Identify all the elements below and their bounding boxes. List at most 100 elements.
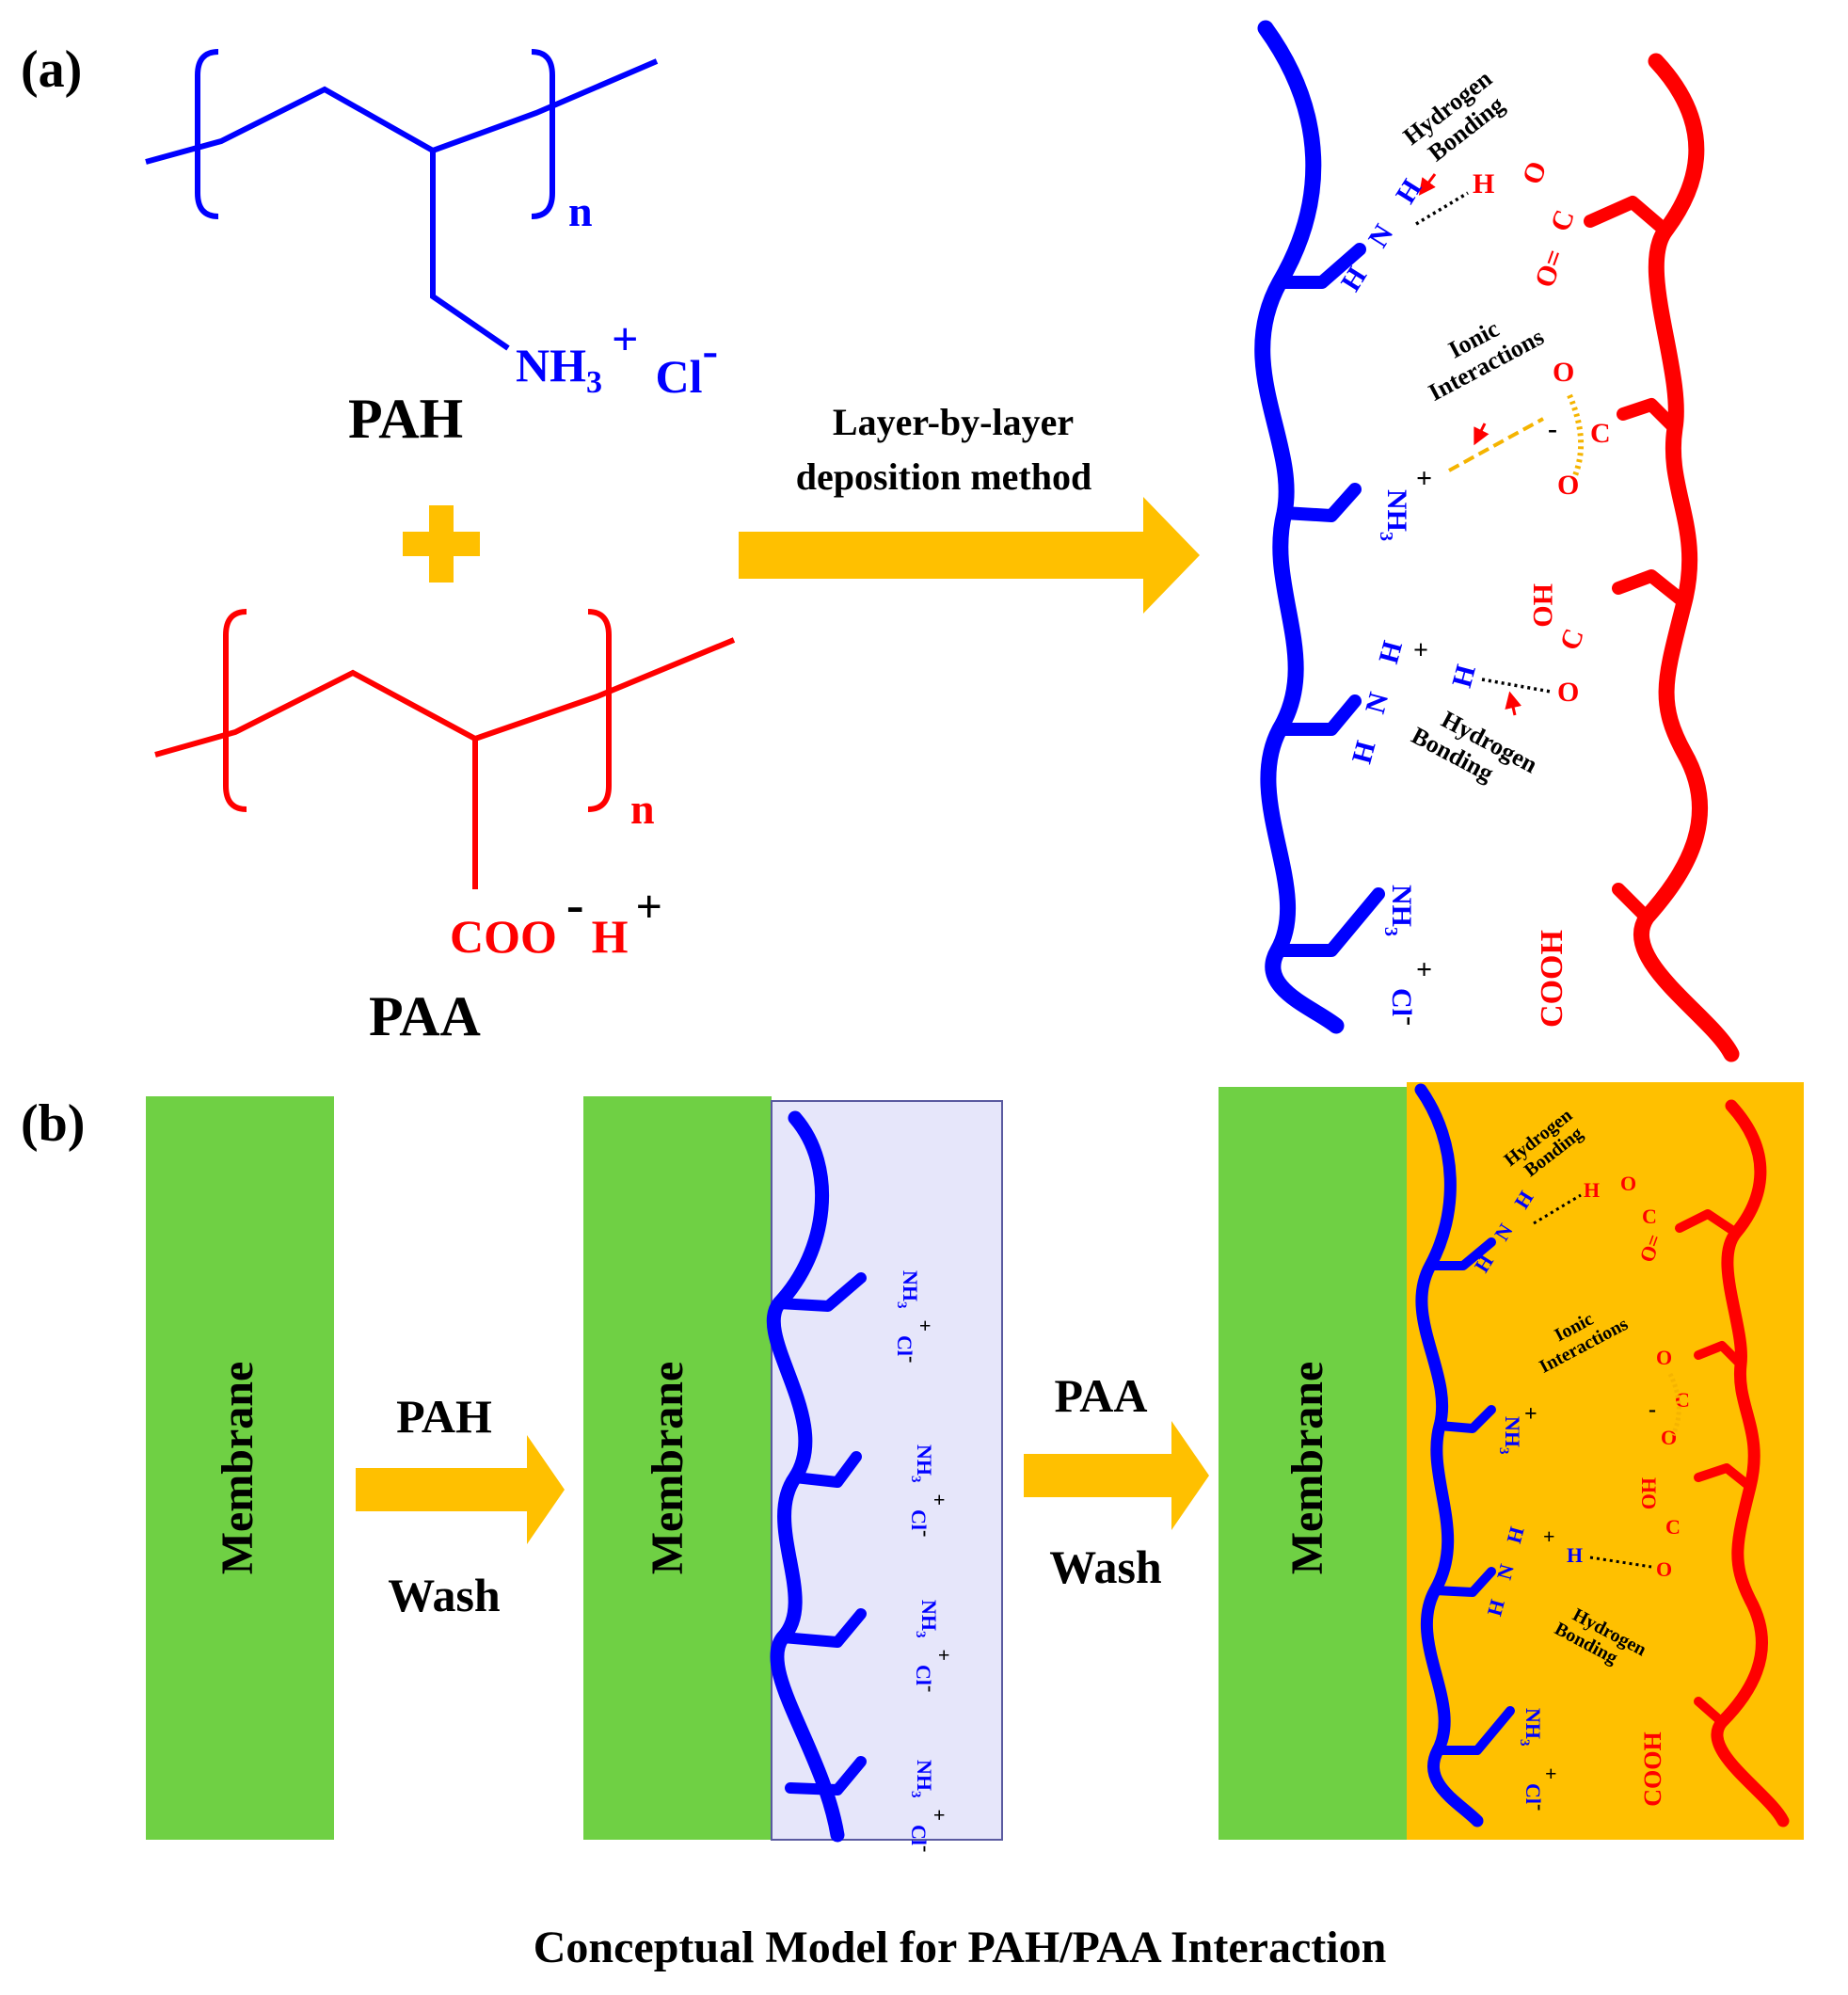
- paa-name: PAA: [369, 985, 481, 1047]
- pah-chain: [1254, 20, 1345, 1034]
- combined-hb1-h-acid: H: [1584, 1178, 1600, 1202]
- step2-top-label: PAA: [1054, 1369, 1147, 1422]
- combined-layer: [1407, 1082, 1804, 1840]
- paa-coo-group: COO-H+: [450, 876, 662, 963]
- ionic-c: C: [1590, 418, 1611, 449]
- paa-branch-1: [1584, 196, 1672, 237]
- paa-coo: COO: [450, 910, 557, 963]
- ionic-nh3: NH3: [1376, 489, 1412, 541]
- free-plus: +: [1416, 954, 1432, 985]
- combined-hb2-h-mid: H: [1567, 1543, 1583, 1567]
- hbond-1-dotted: [1415, 191, 1469, 226]
- combined-ionic-o-top: O: [1656, 1346, 1672, 1369]
- hbond-2-h-mid: H: [1446, 662, 1482, 691]
- ionic-minus: -: [1548, 413, 1557, 444]
- interaction-model: HydrogenBonding H N H H O C O= IonicInte…: [1254, 20, 1740, 1062]
- ionic-pointer: [1474, 423, 1490, 446]
- pah-side-chain: [430, 151, 510, 351]
- paa-structure: n COO-H+ PAA: [154, 609, 736, 1047]
- combined-hb2-n: N: [1492, 1561, 1519, 1582]
- membrane-1: [146, 1096, 334, 1840]
- hbond-1-h-top: H: [1390, 174, 1427, 209]
- hbond-2-dotted: [1481, 678, 1552, 694]
- pah-branch-2: [1278, 483, 1362, 522]
- combined-hb2-ho: HO: [1637, 1477, 1661, 1509]
- pah-plus: +: [612, 312, 639, 365]
- membrane-3-label: Membrane: [1282, 1362, 1332, 1575]
- paa-branch-3: [1612, 569, 1691, 609]
- step2-arrow: [1024, 1421, 1209, 1530]
- hbond-1: HydrogenBonding H N H H O C O=: [1335, 64, 1581, 296]
- hbond-2-c: C: [1554, 625, 1590, 655]
- combined-ionic-o-bottom: O: [1661, 1426, 1677, 1449]
- step1-arrow: [356, 1435, 565, 1544]
- step2-bottom-label: Wash: [1049, 1540, 1162, 1593]
- step1-bottom-label: Wash: [388, 1569, 501, 1621]
- combined-hb2-plus: +: [1543, 1524, 1555, 1548]
- pah-branch-3: [1273, 694, 1362, 736]
- hbond-1-c: C: [1545, 206, 1581, 236]
- paa-branch-2: [1617, 398, 1681, 435]
- paa-chain: [1633, 53, 1740, 1062]
- paa-left-bracket: [223, 609, 247, 812]
- hbond-2-n: N: [1360, 689, 1395, 717]
- combined-hb1-dotted: [1533, 1193, 1582, 1225]
- combined-ionic-resonance: [1667, 1372, 1681, 1437]
- pah-layer-ion-3: NH3+Cl-: [912, 1600, 956, 1692]
- paa-plus: +: [635, 880, 662, 933]
- pah-branch-4: [1271, 887, 1385, 957]
- ionic-interaction: IonicInteractions NH3 + - O C O: [1376, 298, 1611, 541]
- lbl-arrow-group: Layer-by-layer deposition method: [739, 401, 1200, 614]
- ionic-resonance: [1567, 393, 1585, 482]
- pah-layer: [771, 1100, 1003, 1841]
- lbl-arrow: [739, 497, 1200, 614]
- hbond-2-label: HydrogenBonding: [1407, 696, 1542, 804]
- hbond-1-n: N: [1362, 219, 1400, 253]
- combined-layer-model: [1414, 1083, 1790, 1827]
- paa-branch-4: [1612, 883, 1653, 924]
- combined-hb2-h-bottom: H: [1482, 1597, 1509, 1619]
- ionic-dash: [1448, 417, 1544, 472]
- ionic-o-top: O: [1553, 357, 1574, 388]
- combined-hb2-c: C: [1665, 1515, 1681, 1539]
- paa-minus: -: [566, 876, 584, 934]
- pah-layer-ions: NH3+Cl- NH3+Cl- NH3+Cl- NH3+Cl-: [893, 1270, 956, 1852]
- hbond-2-ho: HO: [1527, 583, 1558, 628]
- paa-backbone: [154, 637, 736, 758]
- hbond-2-h-top: H: [1373, 638, 1409, 667]
- hbond-1-o: O: [1517, 157, 1553, 188]
- combined-hb1-o: O: [1620, 1172, 1636, 1195]
- membrane-3: [1219, 1087, 1407, 1840]
- hbond-2-pointer: [1505, 691, 1521, 716]
- pah-nh: NH: [516, 339, 586, 391]
- step1-top-label: PAH: [396, 1390, 492, 1443]
- pah-nh3-sub: 3: [586, 365, 602, 400]
- membrane-2-label: Membrane: [643, 1362, 693, 1575]
- pah-nh3-group: NH3+Cl-: [516, 312, 718, 403]
- pah-branch-1: [1273, 243, 1366, 289]
- pah-backbone: [145, 58, 659, 165]
- paa-right-bracket: [587, 609, 612, 812]
- pah-cl: Cl: [656, 350, 703, 403]
- pah-structure: n NH3+Cl- PAH: [145, 49, 718, 450]
- free-groups: NH3 + Cl- COOH: [1380, 885, 1569, 1028]
- ionic-label: IonicInteractions: [1410, 298, 1548, 407]
- figure-caption: Conceptual Model for PAH/PAA Interaction: [534, 1923, 1387, 1972]
- plus-sign: [403, 505, 480, 583]
- combined-ionic-c: C: [1675, 1388, 1690, 1412]
- combined-ionic-plus: +: [1524, 1402, 1537, 1427]
- hbond-2-o: O: [1557, 677, 1579, 708]
- ionic-o-bottom: O: [1557, 470, 1579, 501]
- pah-right-bracket: [531, 49, 555, 219]
- membrane-2: [583, 1096, 772, 1840]
- hbond-2-h-bottom: H: [1346, 738, 1382, 767]
- combined-hb1-c: C: [1642, 1205, 1657, 1228]
- combined-hb2-o: O: [1656, 1557, 1672, 1581]
- hbond-2: H N H + H HydrogenBonding HO C O: [1346, 583, 1590, 804]
- arrow-label-line2: deposition method: [796, 455, 1092, 498]
- hbond-1-h-acid: H: [1473, 168, 1494, 200]
- pah-repeat-n: n: [568, 187, 593, 235]
- pah-name: PAH: [348, 388, 463, 450]
- pah-layer-chain: [766, 1110, 867, 1843]
